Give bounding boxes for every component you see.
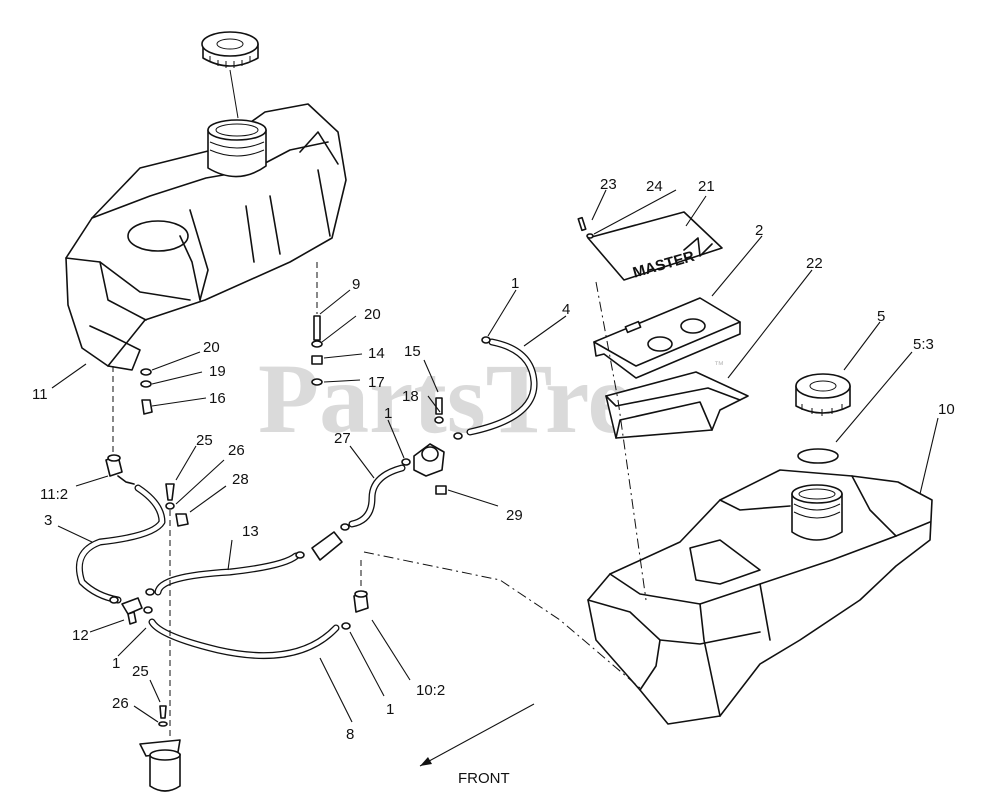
callout-24: 24 — [646, 178, 663, 195]
callout-20-a: 20 — [364, 306, 381, 323]
fuel-hoses — [75, 338, 538, 660]
left-fuel-tank — [65, 103, 347, 371]
front-arrow: FRONT — [419, 703, 535, 787]
guide-lines — [363, 281, 647, 689]
callout-23: 23 — [600, 176, 617, 193]
callout-19: 19 — [209, 363, 226, 380]
callout-16: 16 — [209, 390, 226, 407]
front-label: FRONT — [458, 770, 510, 787]
callout-4: 4 — [562, 301, 570, 318]
right-fuel-cap — [795, 373, 851, 464]
fuel-filter-canister — [139, 705, 181, 792]
callout-26-b: 26 — [112, 695, 129, 712]
callout-1-top: 1 — [511, 275, 519, 292]
mounting-plate — [593, 297, 741, 379]
callout-26-a: 26 — [228, 442, 245, 459]
callout-10-2: 10:2 — [416, 682, 445, 699]
callout-22: 22 — [806, 255, 823, 272]
callout-11-2: 11:2 — [40, 486, 68, 503]
callout-27: 27 — [334, 430, 351, 447]
callout-2: 2 — [755, 222, 763, 239]
leader-lines — [51, 189, 939, 723]
callout-17: 17 — [368, 374, 385, 391]
left-fuel-cap — [201, 31, 259, 119]
callout-5-3: 5:3 — [913, 336, 934, 353]
callout-8: 8 — [346, 726, 354, 743]
callout-10: 10 — [938, 401, 955, 418]
callout-1-mid: 1 — [384, 405, 392, 422]
callout-28: 28 — [232, 471, 249, 488]
callout-3: 3 — [44, 512, 52, 529]
callout-18: 18 — [402, 388, 419, 405]
callout-25-a: 25 — [196, 432, 213, 449]
callouts: 23 24 21 2 22 1 4 9 20 14 17 15 18 20 19… — [32, 176, 955, 743]
left-tank-hardware — [112, 262, 323, 455]
callout-1-bottom: 1 — [386, 701, 394, 718]
callout-20-b: 20 — [203, 339, 220, 356]
callout-29: 29 — [506, 507, 523, 524]
callout-11: 11 — [32, 386, 48, 403]
right-fuel-tank — [587, 469, 933, 725]
callout-21: 21 — [698, 178, 715, 195]
decal-plate: MASTER — [577, 211, 723, 282]
watermark-tm: ™ — [714, 360, 724, 371]
tray-bracket — [605, 371, 749, 439]
fuel-fittings — [105, 336, 491, 736]
callout-15: 15 — [404, 343, 421, 360]
callout-9: 9 — [352, 276, 360, 293]
callout-14: 14 — [368, 345, 385, 362]
callout-5: 5 — [877, 308, 885, 325]
callout-12: 12 — [72, 627, 89, 644]
callout-25-b: 25 — [132, 663, 149, 680]
callout-1-left: 1 — [112, 655, 120, 672]
callout-13: 13 — [242, 523, 259, 540]
